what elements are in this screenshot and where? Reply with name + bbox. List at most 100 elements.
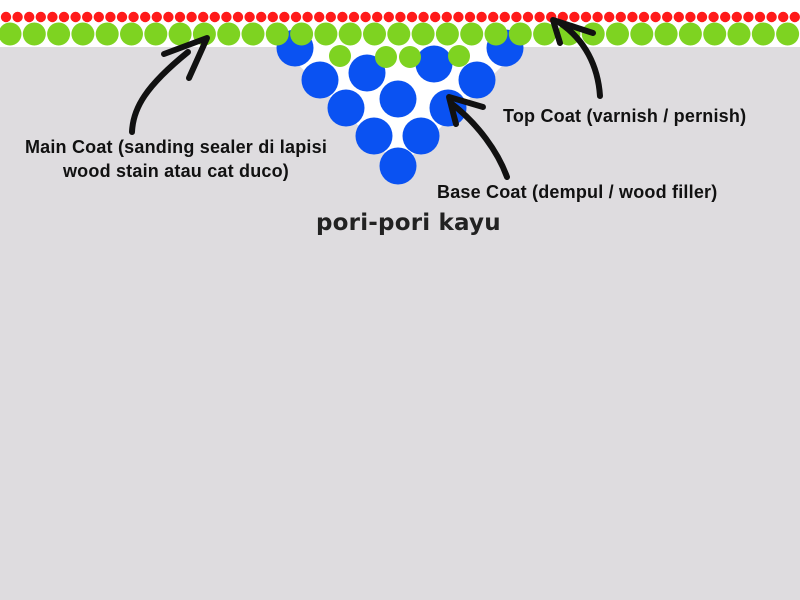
top-coat-particle bbox=[314, 11, 325, 23]
main-coat-particle bbox=[533, 22, 557, 46]
top-coat-particle bbox=[24, 11, 35, 23]
top-coat-particle bbox=[522, 11, 534, 23]
top-coat-particle bbox=[325, 11, 336, 23]
top-coat-particle bbox=[105, 11, 116, 23]
top-coat-particle bbox=[708, 11, 719, 23]
top-coat-particle bbox=[151, 11, 162, 23]
top-coat-particle bbox=[395, 11, 406, 23]
top-coat-layer bbox=[0, 11, 800, 23]
base-coat-layer bbox=[276, 29, 524, 185]
main-coat-particle bbox=[630, 22, 654, 46]
main-coat-label-line1: Main Coat (sanding sealer di lapisi bbox=[24, 137, 328, 157]
main-coat-particle bbox=[314, 22, 338, 46]
wood-pores-label: pori-pori kayu bbox=[316, 210, 501, 236]
main-coat-particle bbox=[22, 22, 46, 46]
main-coat-particle bbox=[727, 22, 751, 46]
top-coat-particle bbox=[696, 11, 708, 23]
main-coat-particle bbox=[144, 22, 168, 46]
top-coat-particle bbox=[209, 11, 220, 23]
top-coat-particle bbox=[743, 11, 754, 23]
top-coat-particle bbox=[279, 11, 290, 23]
top-coat-particle bbox=[441, 11, 452, 23]
main-coat-particle bbox=[776, 22, 800, 46]
main-coat-particle bbox=[399, 46, 421, 68]
top-coat-particle bbox=[569, 11, 580, 23]
main-coat-layer bbox=[0, 22, 800, 68]
top-coat-particle bbox=[604, 11, 615, 23]
main-coat-particle bbox=[217, 22, 241, 46]
top-coat-particle bbox=[128, 11, 139, 23]
main-coat-particle bbox=[168, 22, 192, 46]
main-coat-particle bbox=[448, 45, 470, 67]
arrows-group bbox=[129, 17, 603, 180]
top-coat-particle bbox=[778, 11, 789, 23]
top-coat-particle bbox=[221, 11, 232, 23]
base-coat-particle bbox=[301, 61, 339, 99]
top-coat-particle bbox=[174, 11, 186, 23]
top-coat-particle bbox=[140, 11, 151, 23]
top-coat-particle bbox=[731, 11, 742, 23]
arrow-to-top-coat bbox=[550, 17, 603, 99]
main-coat-particle bbox=[654, 22, 678, 46]
base-coat-label: Base Coat (dempul / wood filler) bbox=[437, 182, 718, 202]
top-coat-particle bbox=[35, 11, 46, 23]
main-coat-particle bbox=[290, 22, 314, 46]
main-coat-particle bbox=[47, 22, 71, 46]
main-coat-particle bbox=[241, 22, 265, 46]
top-coat-particle bbox=[488, 11, 499, 23]
top-coat-particle bbox=[406, 11, 418, 23]
base-coat-particle bbox=[402, 117, 440, 155]
main-coat-particle bbox=[484, 22, 508, 46]
base-coat-particle bbox=[415, 45, 453, 83]
main-coat-particle bbox=[375, 46, 397, 68]
main-coat-particle bbox=[508, 22, 532, 46]
top-coat-particle bbox=[58, 11, 70, 23]
top-coat-particle bbox=[372, 11, 383, 23]
base-coat-particle bbox=[355, 117, 393, 155]
main-coat-particle bbox=[265, 22, 289, 46]
top-coat-particle bbox=[627, 11, 638, 23]
top-coat-particle bbox=[0, 11, 12, 23]
top-coat-particle bbox=[163, 11, 174, 23]
main-coat-particle bbox=[435, 22, 459, 46]
top-coat-particle bbox=[720, 11, 731, 23]
arrow-to-main-coat bbox=[129, 35, 210, 135]
top-coat-particle bbox=[12, 11, 23, 23]
top-coat-particle bbox=[348, 11, 360, 23]
top-coat-particle bbox=[290, 11, 302, 23]
top-coat-particle bbox=[650, 11, 661, 23]
main-coat-particle bbox=[606, 22, 629, 46]
top-coat-particle bbox=[244, 11, 255, 23]
main-coat-particle bbox=[411, 22, 435, 46]
top-coat-particle bbox=[754, 11, 766, 23]
main-coat-label: Main Coat (sanding sealer di lapisi wood… bbox=[0, 135, 352, 183]
top-coat-label: Top Coat (varnish / pernish) bbox=[503, 106, 747, 126]
top-coat-particle bbox=[256, 11, 267, 23]
top-coat-particle bbox=[198, 11, 209, 23]
arrow-to-base-coat bbox=[446, 94, 510, 180]
base-coat-particle bbox=[379, 80, 417, 118]
main-coat-particle bbox=[95, 22, 119, 46]
top-coat-particle bbox=[638, 11, 650, 23]
main-coat-particle bbox=[329, 45, 351, 67]
main-coat-particle bbox=[71, 22, 95, 46]
top-coat-particle bbox=[186, 11, 197, 23]
top-coat-particle bbox=[116, 11, 128, 23]
top-coat-particle bbox=[418, 11, 429, 23]
top-coat-particle bbox=[789, 11, 800, 23]
top-coat-particle bbox=[580, 11, 592, 23]
main-coat-particle bbox=[0, 22, 22, 46]
top-coat-particle bbox=[662, 11, 673, 23]
top-coat-particle bbox=[534, 11, 545, 23]
top-coat-particle bbox=[511, 11, 522, 23]
top-coat-particle bbox=[453, 11, 464, 23]
top-coat-particle bbox=[360, 11, 371, 23]
top-coat-particle bbox=[302, 11, 313, 23]
top-coat-particle bbox=[337, 11, 348, 23]
top-coat-particle bbox=[383, 11, 394, 23]
main-coat-particle bbox=[460, 22, 484, 46]
base-coat-particle bbox=[327, 89, 365, 127]
main-coat-particle bbox=[703, 22, 727, 46]
main-coat-particle bbox=[751, 22, 775, 46]
